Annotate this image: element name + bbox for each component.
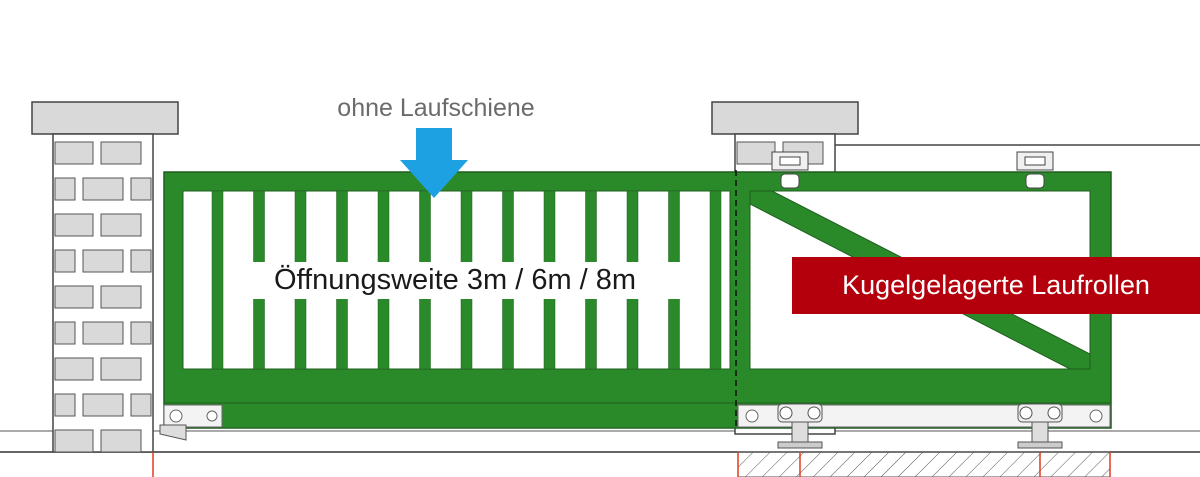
opening-width-label: Öffnungsweite 3m / 6m / 8m xyxy=(226,262,684,299)
brick xyxy=(54,249,76,273)
brick xyxy=(82,177,124,201)
brick xyxy=(54,393,76,417)
brick xyxy=(82,249,124,273)
bottom-runner xyxy=(159,404,1111,441)
brick xyxy=(82,321,124,345)
rail-note-label: ohne Laufschiene xyxy=(337,94,535,122)
red-reference-lines xyxy=(152,452,1111,477)
left-pillar-bricks xyxy=(54,141,152,453)
roller-unit-left xyxy=(777,403,823,449)
gate-bar xyxy=(709,190,722,370)
brick xyxy=(54,177,76,201)
foundation-hatch xyxy=(737,451,1111,477)
brick xyxy=(100,141,142,165)
brick xyxy=(54,321,76,345)
brick xyxy=(100,429,142,453)
top-guide-roller-right xyxy=(1016,151,1054,189)
top-guide-roller-left xyxy=(771,151,809,189)
brick xyxy=(54,213,94,237)
brick xyxy=(82,393,124,417)
brick xyxy=(100,285,142,309)
left-pillar xyxy=(31,101,179,453)
bearing-rollers-badge: Kugelgelagerte Laufrollen xyxy=(792,257,1200,314)
brick xyxy=(100,213,142,237)
brick xyxy=(736,141,776,165)
down-arrow-icon xyxy=(400,128,468,198)
gate-bar xyxy=(211,190,224,370)
brick xyxy=(54,285,94,309)
brick xyxy=(54,429,94,453)
brick xyxy=(54,141,94,165)
roller-unit-right xyxy=(1017,403,1063,449)
brick xyxy=(130,321,152,345)
brick xyxy=(54,357,94,381)
brick xyxy=(100,357,142,381)
brick xyxy=(130,177,152,201)
brick xyxy=(130,393,152,417)
brick xyxy=(130,249,152,273)
